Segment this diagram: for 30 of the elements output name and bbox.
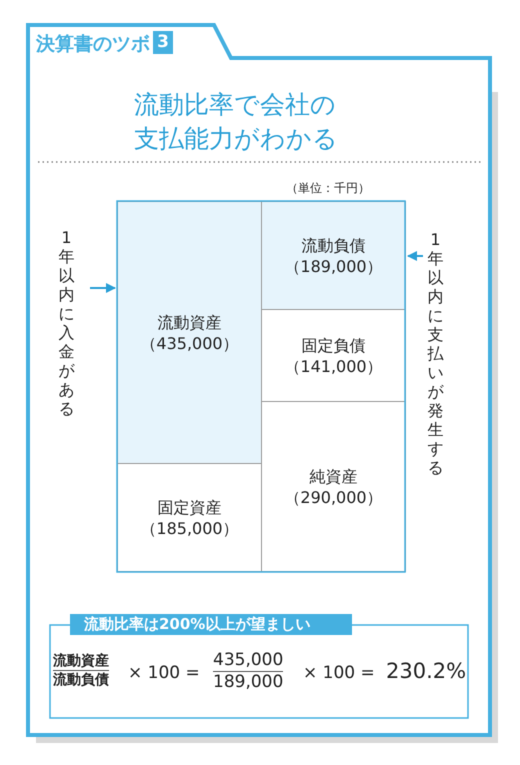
amount: （185,000） [140, 518, 239, 538]
result-value: 230.2% [386, 659, 466, 683]
title: 流動比率で会社の支払能力がわかる [134, 89, 339, 155]
heading-band: 流動比率は200%以上が望ましい [70, 614, 352, 635]
balance-sheet-cell [261, 401, 406, 572]
denominator: 189,000 [213, 672, 284, 693]
arrow [407, 251, 423, 261]
balance-sheet-cell [117, 201, 262, 464]
numerator: 流動資産 [53, 652, 109, 670]
unit-note: （単位：千円） [286, 180, 370, 197]
amount: （141,000） [284, 356, 383, 376]
amount: （435,000） [140, 332, 239, 354]
vertical-note: 1年以内に入金がある [58, 228, 75, 418]
account-name: 純資産 [310, 466, 358, 486]
tab-heading: 決算書のツボ [36, 32, 150, 57]
multiply-text: × 100 = [303, 663, 375, 683]
multiply-text: × 100 = [128, 663, 200, 683]
balance-sheet-cell [117, 463, 262, 572]
arrow [90, 283, 116, 293]
amount: （189,000） [284, 256, 383, 276]
account-name: 固定負債 [302, 334, 366, 356]
account-name: 流動負債 [302, 234, 366, 256]
denominator: 流動負債 [53, 671, 109, 689]
account-name: 固定資産 [158, 496, 222, 518]
amount: （290,000） [284, 486, 383, 508]
numerator: 435,000 [213, 650, 284, 671]
number-badge: 3 [153, 31, 173, 54]
balance-sheet-cell [261, 201, 406, 310]
vertical-note: 1年以内に支払いが発生する [427, 230, 444, 477]
account-name: 流動資産 [158, 312, 222, 332]
